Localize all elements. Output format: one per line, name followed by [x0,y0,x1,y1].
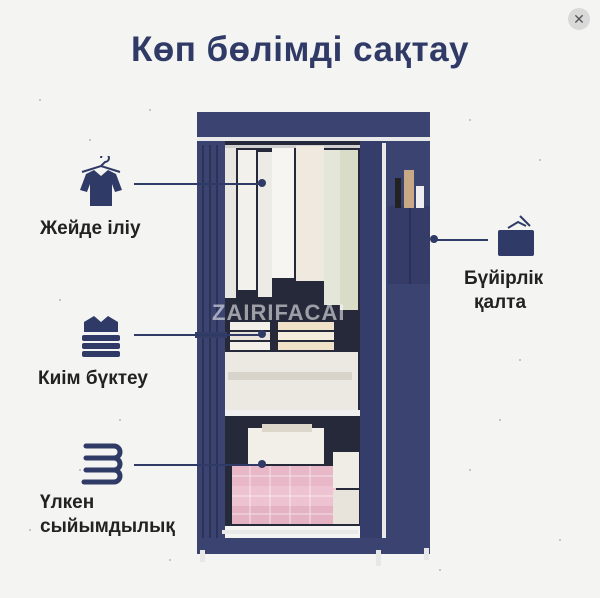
folding-label: Киім бүктеу [38,368,148,389]
folding-connector [134,334,260,336]
folded-clothes-icon [82,316,120,357]
shirt-hanger-icon [80,156,122,206]
pocket-label-line2: қалта [474,292,527,313]
pocket-dot [430,235,438,243]
storage-capacity-icon [81,443,123,485]
hanging-connector [134,183,260,185]
hanging-dot [258,179,266,187]
folding-dot [258,330,266,338]
pocket-connector [434,239,488,241]
pocket-label-line1: Бүйірлік [464,268,544,289]
close-icon[interactable]: ✕ [568,8,590,30]
capacity-label-line2: сыйымдылық [40,516,175,537]
page-title: Көп бөлімді сақтау [130,30,470,69]
watermark: ZAIRIFACAI [212,300,346,325]
side-pocket-icon [498,215,534,256]
capacity-connector [134,464,260,466]
capacity-dot [258,460,266,468]
capacity-label-line1: Үлкен [40,492,95,513]
hanging-label: Жейде іліу [40,218,141,239]
